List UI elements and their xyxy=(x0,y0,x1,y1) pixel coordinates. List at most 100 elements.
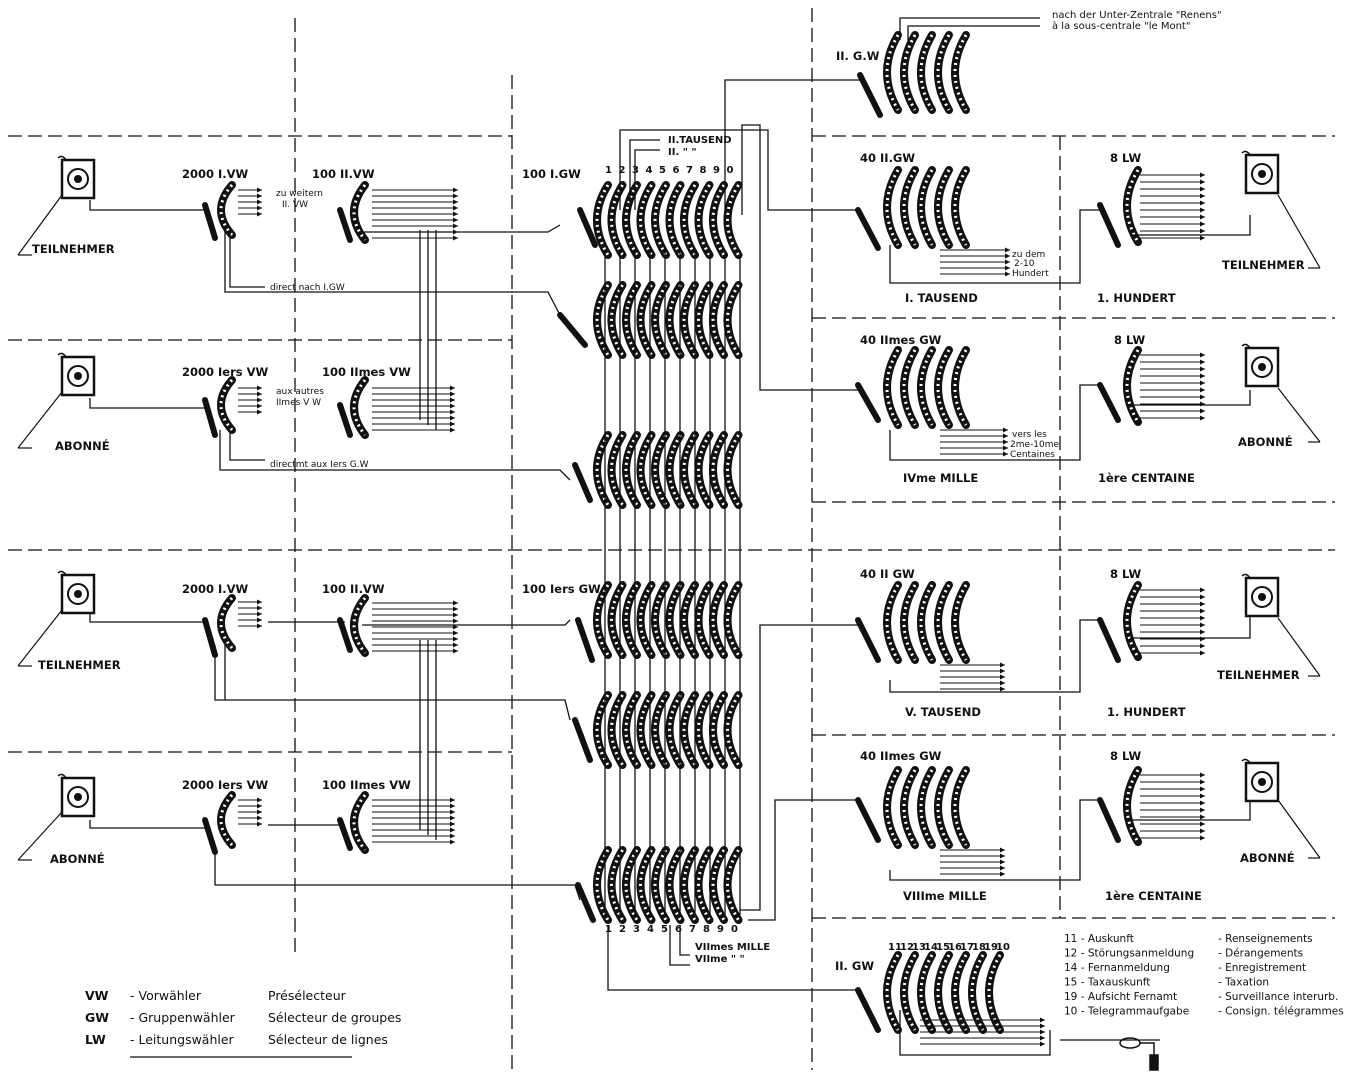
arrow-head xyxy=(1200,643,1205,649)
arrow-head xyxy=(453,193,458,199)
centaine-1-label: 1ère CENTAINE xyxy=(1098,471,1195,485)
selector-wiper xyxy=(1097,202,1121,248)
gw2-bottom-label: II. GW xyxy=(835,959,874,973)
mille-IV-label: IVme MILLE xyxy=(903,471,978,485)
bank-number: 4 xyxy=(646,165,653,176)
legend-abbr: LW xyxy=(85,1032,106,1047)
arrow-head xyxy=(1200,800,1205,806)
arrow-head xyxy=(450,385,455,391)
arrow-head xyxy=(1003,433,1008,439)
bank-number: 7 xyxy=(689,924,696,935)
hundert-2-label: 1. HUNDERT xyxy=(1107,705,1186,719)
zu-dem-line2: 2-10 xyxy=(1014,259,1035,269)
phone-wire xyxy=(17,391,63,449)
arrow-head xyxy=(453,217,458,223)
selector-wiper xyxy=(1097,797,1121,843)
arrow-head xyxy=(1200,373,1205,379)
arrow-head xyxy=(453,199,458,205)
selector-bank xyxy=(217,594,236,652)
selector-wiper xyxy=(575,617,595,663)
arrow-head xyxy=(453,600,458,606)
lw-label-3: 8 LW xyxy=(1110,567,1141,581)
selector-wiper xyxy=(855,987,881,1033)
zu-dem-line3: Hundert xyxy=(1012,269,1049,279)
arrow-head xyxy=(257,821,262,827)
bank-number: 8 xyxy=(700,165,707,176)
selector-wiper xyxy=(577,207,598,248)
teilnehmer-right-1: TEILNEHMER xyxy=(1222,258,1305,272)
arrow-head xyxy=(1200,615,1205,621)
teilnehmer-label-bottom: TEILNEHMER xyxy=(38,658,121,672)
gw1-bottom-label: 100 Iers GW xyxy=(522,582,601,596)
arrow-head xyxy=(450,797,455,803)
arrow-head xyxy=(1003,451,1008,457)
bank-number: 2 xyxy=(619,924,626,935)
selector-wiper xyxy=(572,717,593,763)
arrow-head xyxy=(1200,172,1205,178)
arrow-head xyxy=(1200,179,1205,185)
selector-wiper xyxy=(202,397,218,438)
selector-bank xyxy=(883,346,970,429)
legend-fr: Présélecteur xyxy=(268,988,347,1003)
arrow-head xyxy=(1200,415,1205,421)
arrow-head xyxy=(1005,253,1010,259)
teilnehmer-right-2: TEILNEHMER xyxy=(1217,668,1300,682)
arrow-head xyxy=(1040,1029,1045,1035)
telephone-icon xyxy=(57,155,96,200)
arrow-head xyxy=(450,409,455,415)
tausend-V-label: V. TAUSEND xyxy=(905,705,981,719)
arrow-head xyxy=(453,624,458,630)
telephone-icon xyxy=(1241,150,1280,195)
arrow-head xyxy=(1200,221,1205,227)
selector-bank xyxy=(1123,166,1142,246)
arrow-head xyxy=(450,809,455,815)
bank-number: 6 xyxy=(675,924,682,935)
arrow-head xyxy=(257,193,262,199)
bank-number: 18 xyxy=(972,942,986,953)
arrow-head xyxy=(257,199,262,205)
arrow-head xyxy=(453,636,458,642)
arrow-head xyxy=(1000,865,1005,871)
arrow-head xyxy=(257,211,262,217)
arrow-head xyxy=(453,630,458,636)
legend-de: - Leitungswähler xyxy=(130,1032,235,1047)
direct-de-label: direct nach I.GW xyxy=(270,283,345,293)
bank-number: 11 xyxy=(888,942,902,953)
wiring xyxy=(89,17,1251,1056)
selector-bank xyxy=(350,594,369,657)
bank-number: 13 xyxy=(912,942,926,953)
arrow-head xyxy=(257,617,262,623)
arrow-head xyxy=(1005,271,1010,277)
service-entry-fr: - Taxation xyxy=(1218,977,1269,989)
arrow-head xyxy=(1200,380,1205,386)
arrow-head xyxy=(1040,1017,1045,1023)
arrow-head xyxy=(1003,427,1008,433)
selector-wiper xyxy=(575,882,596,923)
arrow-head xyxy=(1000,668,1005,674)
selector-wiper xyxy=(202,617,218,658)
aux-autres-line2: IImes V W xyxy=(276,398,321,408)
selector-wiper xyxy=(557,312,588,348)
selector-wiper xyxy=(1097,382,1121,423)
phone-wire xyxy=(1277,617,1321,677)
arrow-head xyxy=(450,833,455,839)
teilnehmer-label-top: TEILNEHMER xyxy=(32,242,115,256)
arrow-head xyxy=(257,599,262,605)
arrow-head xyxy=(1200,207,1205,213)
tausend-label-2: II. " " xyxy=(668,147,697,158)
gw1-top-label: 100 I.GW xyxy=(522,167,581,181)
bank-number: 7 xyxy=(686,165,693,176)
arrow-head xyxy=(450,427,455,433)
service-entry-de: 15 - Taxauskunft xyxy=(1064,977,1150,989)
vers-line3: Centaines xyxy=(1010,450,1055,460)
arrow-head xyxy=(1200,786,1205,792)
arrow-head xyxy=(453,187,458,193)
arrow-head xyxy=(450,391,455,397)
arrow-head xyxy=(1200,828,1205,834)
bank-number: 1 xyxy=(605,924,612,935)
abonne-right-2: ABONNÉ xyxy=(1240,850,1295,865)
selector-bank xyxy=(217,791,236,849)
abonne-label-top: ABONNÉ xyxy=(55,438,110,453)
